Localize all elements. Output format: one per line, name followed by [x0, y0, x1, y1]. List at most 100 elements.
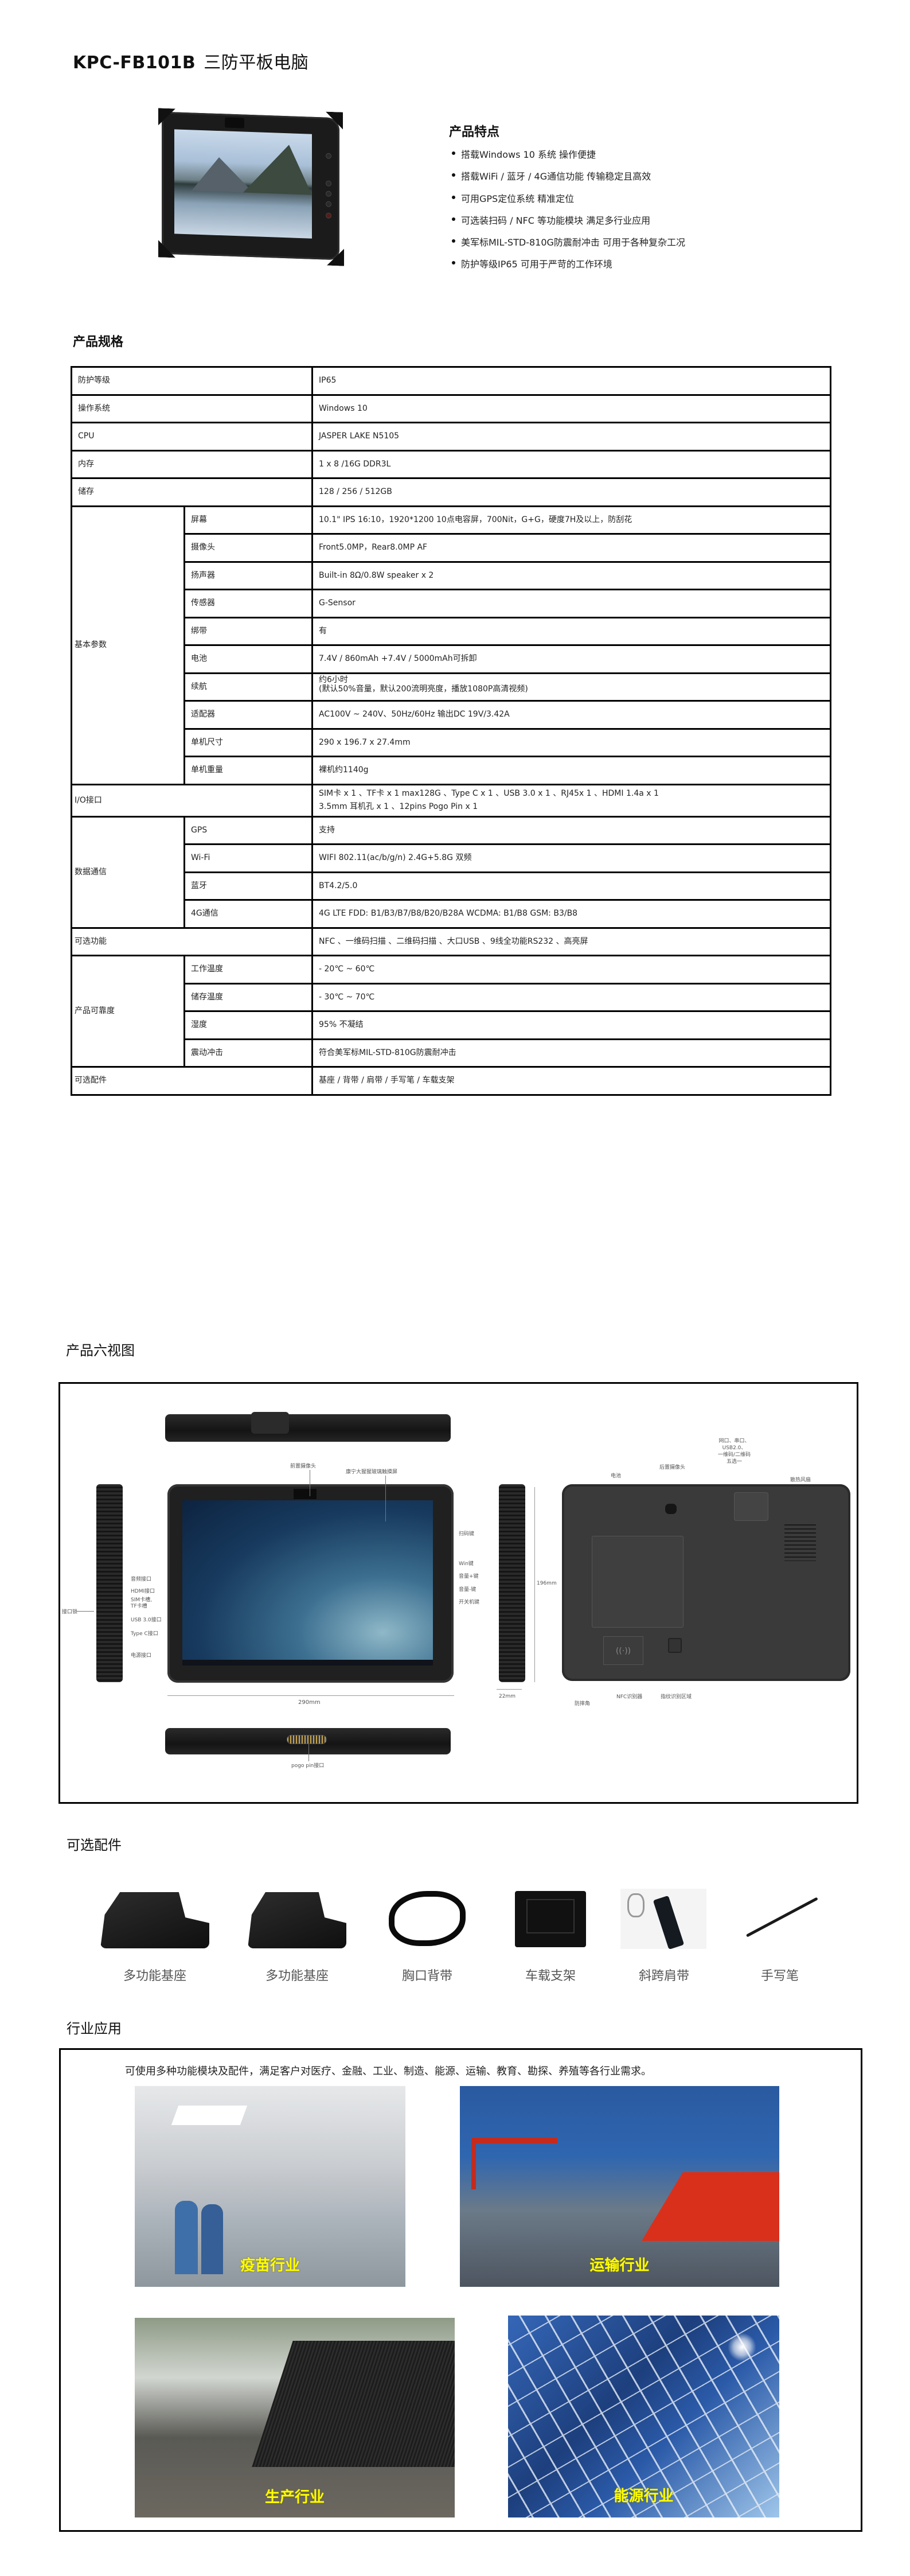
table-row: 震动冲击符合美军标MIL-STD-810G防震耐冲击 — [72, 1038, 831, 1068]
callout-glass: 康宁大猩猩玻璃触摸屏 — [346, 1469, 398, 1475]
pogo-pin-icon — [287, 1735, 327, 1744]
callout-cooling-fan: 散热风扇 — [790, 1477, 811, 1483]
tablet-screen — [174, 129, 312, 239]
bullet-icon — [452, 261, 455, 265]
dock-icon — [100, 1892, 209, 1948]
feature-item: 搭载WiFi / 蓝牙 / 4G通信功能 传输稳定且高效 — [450, 169, 685, 190]
table-row: 产品可靠度 工作温度- 20℃ ~ 60℃ — [71, 955, 831, 1068]
table-row: 单机重量裸机约1140g — [72, 756, 831, 785]
chest-strap-icon — [389, 1891, 466, 1946]
back-view-image: ((·)) — [562, 1484, 850, 1681]
callout-fingerprint: 指纹识别区域 — [661, 1694, 692, 1700]
model-number: KPC-FB101B — [73, 53, 196, 73]
features-heading: 产品特点 — [449, 125, 500, 139]
industry-image-production: 生产行业 — [135, 2318, 455, 2517]
six-views-frame — [58, 1382, 858, 1804]
callout-expansion: 网口、串口、 USB2.0、 一维码/二维码 五选一 — [718, 1438, 751, 1465]
dim-depth: 22mm — [499, 1694, 515, 1699]
callout-sim-tf: SIM卡槽,TF卡槽 — [131, 1597, 152, 1609]
feature-item: 搭载Windows 10 系统 操作便捷 — [450, 147, 685, 169]
callout-hdmi-port: HDMI接口 — [131, 1589, 155, 1594]
callout-pogo-pin: pogo pin接口 — [291, 1763, 325, 1769]
front-camera-icon — [225, 117, 244, 129]
product-name: 三防平板电脑 — [204, 53, 309, 73]
table-row: 绑带有 — [72, 616, 831, 646]
left-side-view-image — [96, 1484, 123, 1682]
fingerprint-icon — [668, 1638, 682, 1653]
callout-nfc-reader: NFC识别器 — [616, 1694, 643, 1700]
six-views-heading: 产品六视图 — [66, 1343, 135, 1359]
callout-vol-down: 音量-键 — [459, 1587, 477, 1593]
table-row: 续航 约6小时(默认50%音量，默认200流明亮度，播放1080P高清视频) — [72, 672, 831, 702]
dim-width: 290mm — [298, 1699, 321, 1706]
industry-image-vaccine: 疫苗行业 — [135, 2086, 405, 2287]
feature-list: 搭载Windows 10 系统 操作便捷 搭载WiFi / 蓝牙 / 4G通信功… — [450, 147, 685, 279]
callout-power-port: 电源接口 — [131, 1653, 152, 1659]
table-row: 储存温度- 30℃ ~ 70℃ — [72, 982, 831, 1012]
stylus-icon — [745, 1897, 818, 1937]
rear-camera-icon — [665, 1504, 677, 1514]
callout-vol-up: 音量+键 — [459, 1574, 479, 1579]
industry-frame — [59, 2048, 862, 2532]
bullet-icon — [452, 239, 455, 243]
callout-front-camera: 前置摄像头 — [290, 1464, 317, 1469]
industry-description: 可使用多种功能模块及配件，满足客户对医疗、金融、工业、制造、能源、运输、教育、勘… — [125, 2065, 651, 2077]
industry-image-energy: 能源行业 — [508, 2316, 779, 2517]
accessories-heading: 可选配件 — [67, 1837, 122, 1853]
car-mount-icon — [515, 1891, 586, 1947]
fan-vent-icon — [784, 1524, 816, 1561]
accessory-label: 手写笔 — [760, 1969, 799, 1983]
nfc-icon: ((·)) — [603, 1636, 643, 1665]
industry-heading: 行业应用 — [67, 2021, 122, 2037]
dim-height: 196mm — [537, 1581, 557, 1586]
callout-typec-port: Type C接口 — [131, 1631, 158, 1637]
product-hero-image — [162, 112, 339, 260]
callout-power-key: 开关机键 — [459, 1600, 480, 1605]
feature-item: 美军标MIL-STD-810G防震耐冲击 可用于各种复杂工况 — [450, 235, 685, 256]
accessory-label: 多功能基座 — [123, 1969, 186, 1983]
callout-usb-port: USB 3.0接口 — [131, 1617, 162, 1623]
industry-image-transport: 运输行业 — [460, 2086, 779, 2287]
table-row: I/O接口 SIM卡 x 1 、TF卡 x 1 max128G 、Type C … — [71, 783, 831, 818]
bullet-icon — [452, 151, 455, 155]
dock-icon — [248, 1892, 346, 1948]
accessory-label: 斜跨肩带 — [638, 1969, 689, 1983]
callout-audio-port: 音频接口 — [131, 1577, 152, 1582]
page-title: KPC-FB101B 三防平板电脑 — [73, 48, 308, 73]
callout-rear-camera: 后置摄像头 — [659, 1465, 686, 1470]
accessory-label: 胸口背带 — [401, 1969, 452, 1983]
table-row: 可选配件基座 / 背带 / 肩带 / 手写笔 / 车载支架 — [71, 1066, 831, 1096]
callout-win-key: Win键 — [459, 1561, 474, 1567]
group-label: 数据通信 — [71, 815, 185, 929]
feature-item: 可选装扫码 / NFC 等功能模块 满足多行业应用 — [450, 213, 685, 235]
accessory-label: 多功能基座 — [265, 1969, 329, 1983]
bullet-icon — [452, 195, 455, 199]
callout-port-lock: 接口锁 — [62, 1609, 78, 1615]
front-view-image — [167, 1484, 454, 1683]
top-view-image — [165, 1412, 451, 1442]
group-label: 基本参数 — [71, 505, 185, 785]
group-label: 产品可靠度 — [71, 955, 185, 1068]
specs-heading: 产品规格 — [73, 335, 124, 349]
bullet-icon — [452, 217, 455, 221]
feature-item: 防护等级IP65 可用于严苛的工作环境 — [450, 256, 685, 278]
shoulder-strap-icon — [620, 1889, 706, 1950]
